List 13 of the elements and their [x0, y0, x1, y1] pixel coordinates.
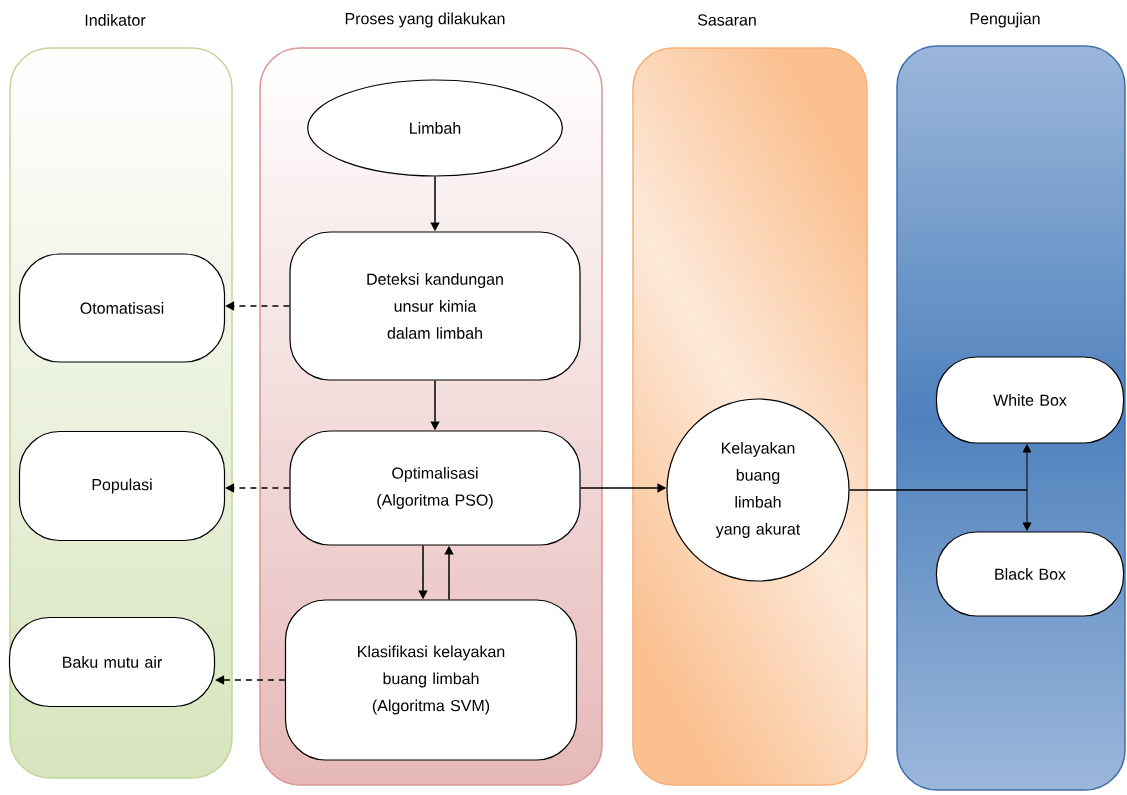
lane-heading: Proses yang dilakukan	[345, 12, 505, 28]
process-box: Optimalisasi (Algoritma PSO)	[289, 430, 581, 546]
lane-heading: Indikator	[85, 14, 146, 26]
lane-heading: Sasaran	[697, 14, 756, 26]
process-box: Populasi	[18, 430, 226, 542]
lane-heading: Pengujian	[970, 12, 1040, 28]
process-box: Baku mutu air	[8, 616, 216, 708]
process-box: Black Box	[935, 531, 1125, 617]
process-box: Klasifikasi kelayakan buang limbah (Algoritma SVM)	[284, 599, 578, 761]
process-box: White Box	[935, 356, 1125, 444]
process-box: Deteksi kandungan unsur kimia dalam limbah	[289, 231, 581, 381]
process-box: Otomatisasi	[18, 253, 226, 363]
arrow	[849, 489, 1032, 531]
